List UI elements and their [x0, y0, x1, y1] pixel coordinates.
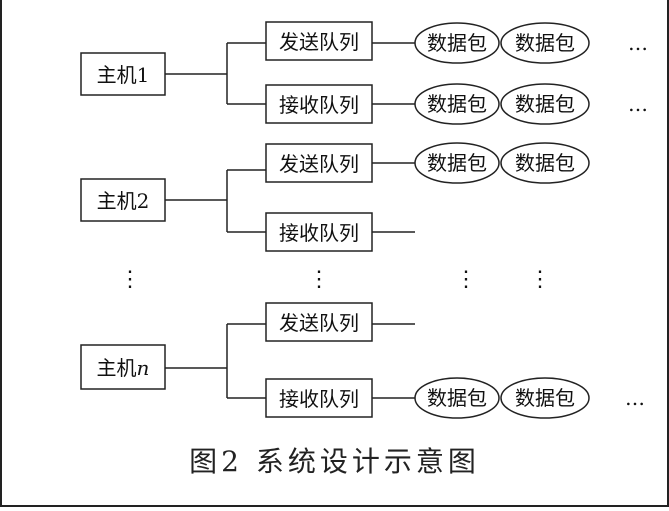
- packet-ellipse: [414, 22, 500, 64]
- ellipsis: …: [625, 386, 645, 410]
- frame-border-left: [0, 0, 2, 507]
- host-label: 主机1: [97, 63, 150, 87]
- packet-label: 数据包: [427, 92, 487, 116]
- packet-ellipse: [500, 142, 590, 184]
- queue-label: 发送队列: [279, 152, 359, 176]
- queue-box: [265, 84, 373, 124]
- packet-label: 数据包: [515, 151, 575, 175]
- vdots: ⋮: [455, 267, 477, 292]
- vdots: ⋮: [308, 267, 330, 292]
- packet-ellipse: [500, 377, 590, 419]
- packets: 数据包 数据包 … 数据包 数据包 … 数据包 数据包 数据包 数据包 …: [414, 22, 648, 419]
- vdots: ⋮: [119, 267, 141, 292]
- queue-send-1: 发送队列: [265, 21, 373, 61]
- packet-ellipse: [414, 142, 500, 184]
- host-label-prefix: 主机: [97, 356, 137, 380]
- queues: 发送队列 接收队列 发送队列 接收队列 发送队列 接收队列: [265, 21, 373, 418]
- queue-send-2: 发送队列: [265, 143, 373, 183]
- host-box: [80, 344, 166, 390]
- host-2: 主机2: [80, 178, 166, 222]
- host-box: [80, 52, 166, 96]
- frame-border-bottom: [0, 505, 669, 507]
- packet-ellipse: [414, 83, 500, 125]
- queue-label: 接收队列: [279, 387, 359, 411]
- packet-ellipse: [500, 83, 590, 125]
- queue-recv-1: 接收队列: [265, 84, 373, 124]
- host-box: [80, 178, 166, 222]
- connectors: [165, 42, 415, 399]
- queue-recv-n: 接收队列: [265, 378, 373, 418]
- host-1: 主机1: [80, 52, 166, 96]
- queue-box: [265, 212, 373, 252]
- host-label: 主机n: [97, 356, 150, 380]
- host-label-var: n: [137, 356, 150, 380]
- figure-caption: 图2 系统设计示意图: [189, 445, 480, 478]
- queue-label: 发送队列: [279, 311, 359, 335]
- packet-label: 数据包: [427, 31, 487, 55]
- packet-ellipse: [500, 22, 590, 64]
- ellipsis: …: [628, 92, 648, 116]
- vertical-ellipses: ⋮ ⋮ ⋮ ⋮: [119, 267, 551, 292]
- queue-label: 接收队列: [279, 93, 359, 117]
- packet-label: 数据包: [427, 151, 487, 175]
- packet-label: 数据包: [515, 386, 575, 410]
- queue-box: [265, 302, 373, 342]
- queue-box: [265, 378, 373, 418]
- queue-send-n: 发送队列: [265, 302, 373, 342]
- packet-ellipse: [414, 377, 500, 419]
- ellipsis: …: [628, 31, 648, 55]
- queue-box: [265, 21, 373, 61]
- frame-border-right: [667, 0, 669, 507]
- queue-label: 发送队列: [279, 30, 359, 54]
- queue-label: 接收队列: [279, 221, 359, 245]
- packet-label: 数据包: [515, 92, 575, 116]
- host-label: 主机2: [97, 189, 150, 213]
- queue-recv-2: 接收队列: [265, 212, 373, 252]
- packet-label: 数据包: [427, 386, 487, 410]
- vdots: ⋮: [529, 267, 551, 292]
- packet-label: 数据包: [515, 31, 575, 55]
- host-n: 主机n: [80, 344, 166, 390]
- queue-box: [265, 143, 373, 183]
